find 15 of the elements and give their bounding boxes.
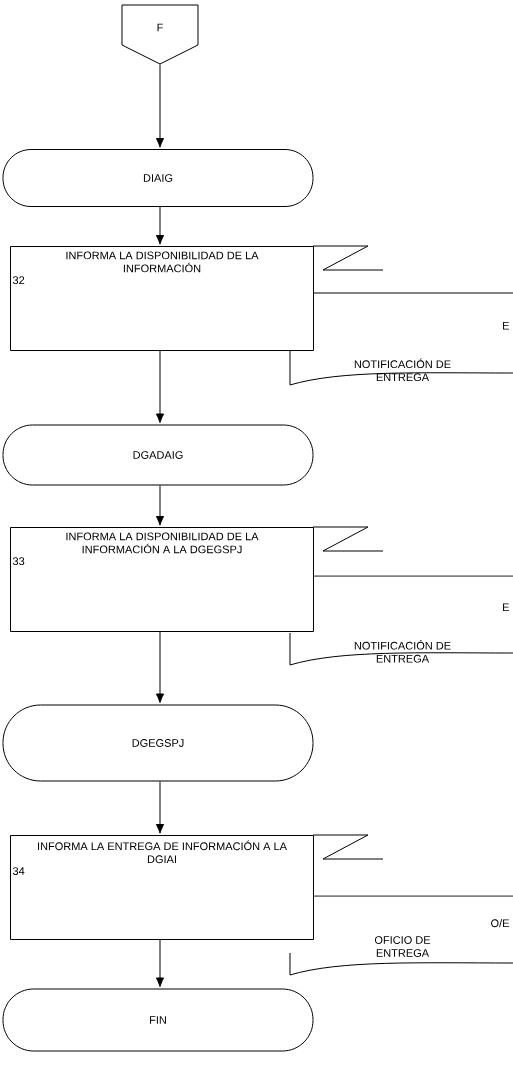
arrow bbox=[155, 631, 165, 704]
process-box: INFORMA LA ENTREGA DE INFORMACIÓN A LA DGIAI 34 bbox=[10, 835, 314, 940]
process-box: INFORMA LA DISPONIBILIDAD DE LA INFORMACIÓN 32 bbox=[10, 246, 314, 351]
arrow bbox=[155, 781, 165, 834]
terminator: DGEGSPJ bbox=[2, 704, 314, 782]
process-box: INFORMA LA DISPONIBILIDAD DE LA INFORMACIÓN A LA DGEGSPJ 33 bbox=[10, 527, 314, 632]
terminator: FIN bbox=[2, 988, 314, 1052]
arrow bbox=[155, 350, 165, 424]
arrow bbox=[155, 485, 165, 526]
terminator: DGADAIG bbox=[2, 424, 314, 486]
terminator: DIAIG bbox=[2, 149, 314, 207]
arrow bbox=[155, 206, 165, 245]
arrow bbox=[155, 939, 165, 988]
arrow bbox=[155, 64, 165, 148]
off-page-connector: F bbox=[121, 4, 199, 65]
